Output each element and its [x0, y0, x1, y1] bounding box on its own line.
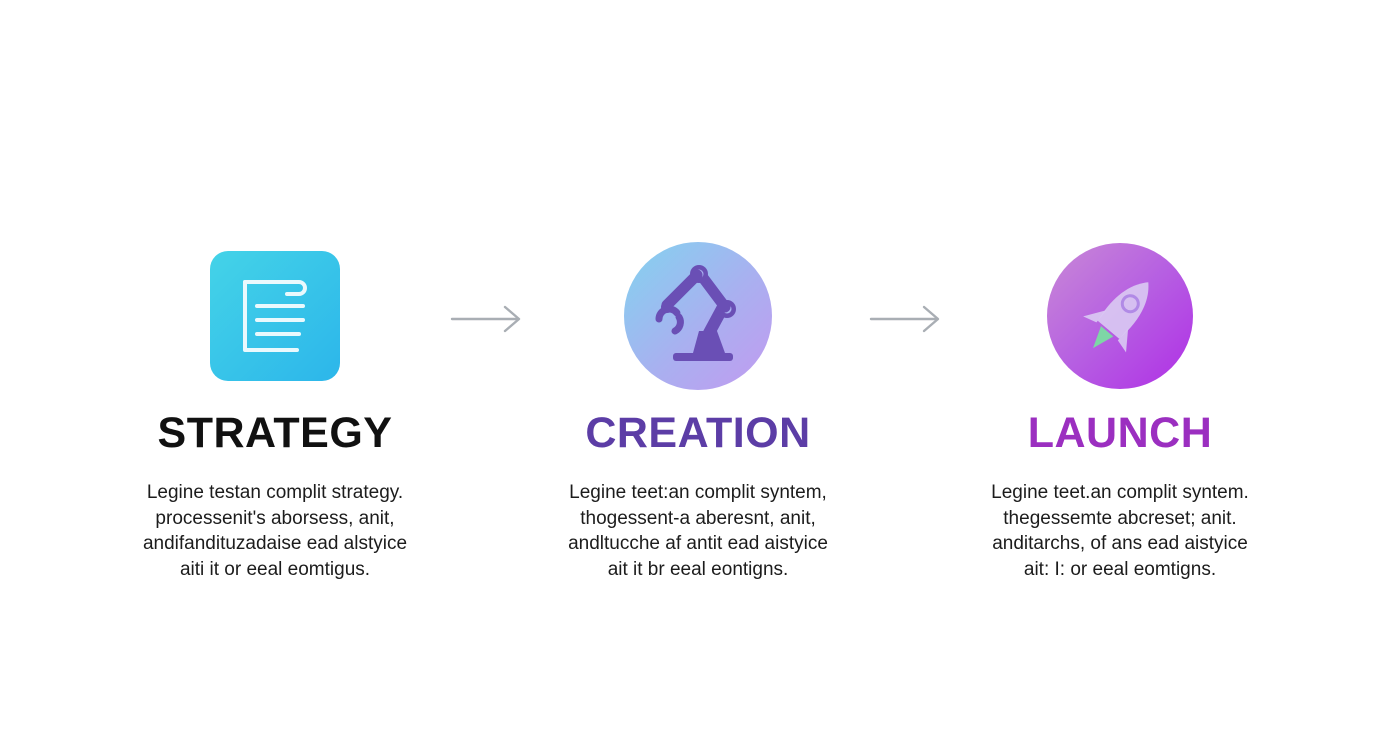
- document-icon-glyph: [243, 280, 307, 352]
- step-description: Legine teet:an complit syntem, thogessen…: [538, 480, 858, 582]
- desc-line: ait: I: or eeal eomtigns.: [1023, 558, 1217, 580]
- desc-line: andltucche af antit ead aistyice: [568, 533, 828, 554]
- desc-line: ait it br eeal eontigns.: [607, 558, 789, 580]
- rocket-icon-glyph: [1083, 282, 1149, 353]
- desc-line: Legine teet.an complit syntem.: [991, 482, 1249, 503]
- robot-arm-icon: [624, 242, 772, 390]
- desc-line: aiti it or eeal eomtigus.: [179, 558, 371, 580]
- strategy-icon-wrap: [115, 236, 435, 396]
- desc-line: thegessemte abcreset; anit.: [1003, 507, 1237, 529]
- arrow-right-icon: [869, 305, 940, 333]
- desc-line: thogessent-a aberesnt, anit,: [580, 507, 816, 529]
- desc-line: Legine testan complit strategy.: [146, 482, 404, 503]
- step-description: Legine testan complit strategy. processe…: [115, 480, 435, 582]
- desc-line: anditarchs, of ans ead aistyice: [992, 533, 1248, 554]
- desc-line: processenit's aborsess, anit,: [155, 507, 395, 529]
- step-title: CREATION: [585, 409, 811, 457]
- step-title: STRATEGY: [157, 409, 393, 457]
- launch-icon-wrap: [960, 236, 1280, 396]
- arrow-right-icon: [450, 305, 521, 333]
- desc-line: andifandituzadaise ead alstyice: [142, 533, 408, 554]
- robot-arm-icon-glyph: [655, 265, 736, 361]
- document-icon: [210, 251, 340, 381]
- rocket-icon: [1047, 243, 1193, 389]
- step-launch: LAUNCH Legine teet.an complit syntem. th…: [960, 236, 1280, 582]
- step-description: Legine teet.an complit syntem. thegessem…: [960, 480, 1280, 582]
- step-strategy: STRATEGY Legine testan complit strategy.…: [115, 236, 435, 582]
- desc-line: Legine teet:an complit syntem,: [569, 482, 827, 503]
- creation-icon-wrap: [538, 236, 858, 396]
- step-creation: CREATION Legine teet:an complit syntem, …: [538, 236, 858, 582]
- step-title: LAUNCH: [1027, 409, 1213, 457]
